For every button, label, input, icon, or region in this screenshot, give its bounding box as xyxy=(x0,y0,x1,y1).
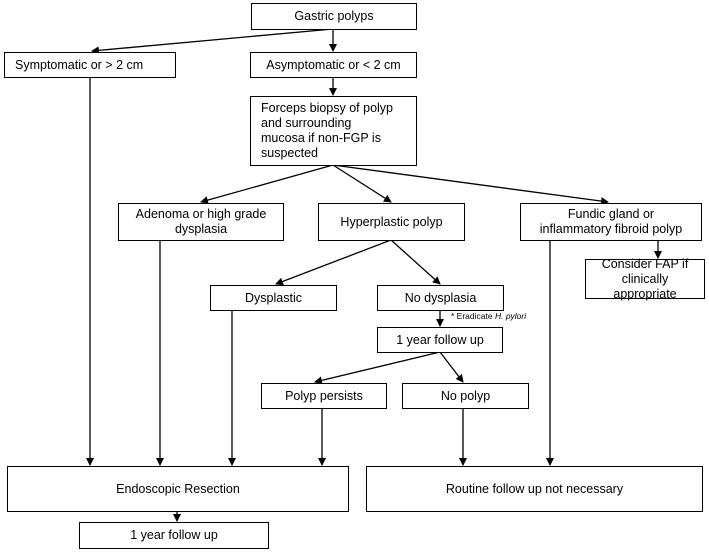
node-no-polyp: No polyp xyxy=(402,383,529,409)
edge-hyperplastic-to-nodysplasia xyxy=(390,239,441,285)
note-h-pylori: H. pylori xyxy=(494,311,527,321)
edge-followup-to-nopolyp xyxy=(439,351,464,383)
node-consider-fap: Consider FAP if clinically appropriate xyxy=(585,257,705,301)
note-eradicate-h-pylori: * Eradicate H. pylori xyxy=(451,311,526,321)
node-one-year-follow-up-mid: 1 year follow up xyxy=(377,327,503,353)
node-routine-follow-up: Routine follow up not necessary xyxy=(366,466,703,512)
edge-hyperplastic-to-dysplastic xyxy=(275,239,392,286)
node-forceps-biopsy: Forceps biopsy of polyp and surrounding … xyxy=(250,96,417,166)
edge-biopsy-to-hyperplastic xyxy=(332,164,392,203)
node-one-year-follow-up-bottom: 1 year follow up xyxy=(79,522,269,549)
edge-gastric-to-symptomatic xyxy=(91,28,334,55)
node-hyperplastic: Hyperplastic polyp xyxy=(318,203,465,241)
node-gastric-polyps: Gastric polyps xyxy=(251,3,417,30)
node-no-dysplasia: No dysplasia xyxy=(377,285,504,311)
edge-followup-to-persists xyxy=(314,351,441,385)
edge-biopsy-to-fundic xyxy=(332,164,609,206)
node-symptomatic: Symptomatic or > 2 cm xyxy=(4,52,176,78)
node-adenoma: Adenoma or high grade dysplasia xyxy=(118,203,284,241)
node-endoscopic-resection: Endoscopic Resection xyxy=(7,466,349,512)
node-fundic-gland: Fundic gland or inflammatory fibroid pol… xyxy=(520,203,702,241)
node-polyp-persists: Polyp persists xyxy=(261,383,387,409)
node-asymptomatic: Asymptomatic or < 2 cm xyxy=(250,52,417,78)
edge-biopsy-to-adenoma xyxy=(200,164,334,204)
note-eradicate-prefix: * Eradicate xyxy=(451,311,495,321)
node-dysplastic: Dysplastic xyxy=(210,285,337,311)
